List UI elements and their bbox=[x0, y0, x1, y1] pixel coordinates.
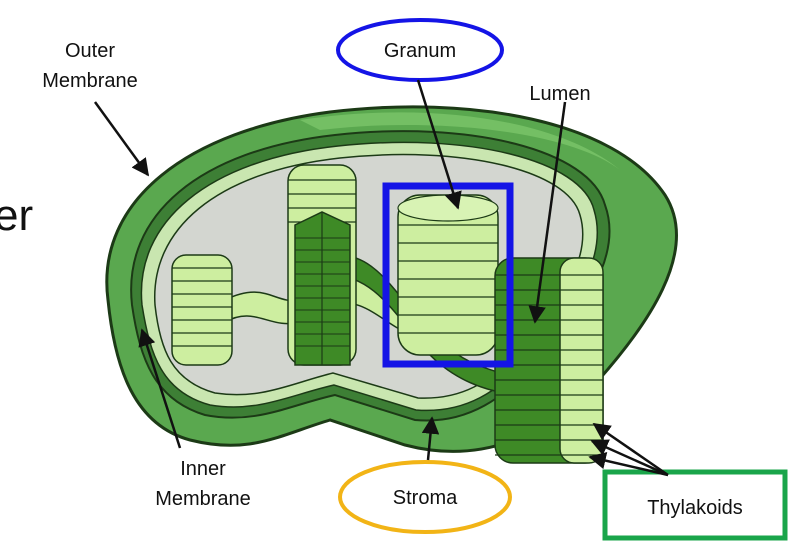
label-thylakoids: Thylakoids bbox=[647, 497, 743, 519]
granum-left bbox=[172, 255, 232, 365]
label-stroma: Stroma bbox=[393, 487, 458, 509]
granum-center-left bbox=[288, 165, 356, 365]
granum-center bbox=[398, 195, 498, 355]
label-outer-membrane-line2: Membrane bbox=[42, 70, 138, 92]
label-granum: Granum bbox=[384, 40, 456, 62]
label-lumen: Lumen bbox=[529, 83, 590, 105]
label-inner-membrane-line1: Inner bbox=[180, 458, 226, 480]
label-cropped-fragment: er bbox=[0, 191, 33, 240]
label-outer-membrane-line1: Outer bbox=[65, 40, 115, 62]
label-inner-membrane-line2: Membrane bbox=[155, 488, 251, 510]
